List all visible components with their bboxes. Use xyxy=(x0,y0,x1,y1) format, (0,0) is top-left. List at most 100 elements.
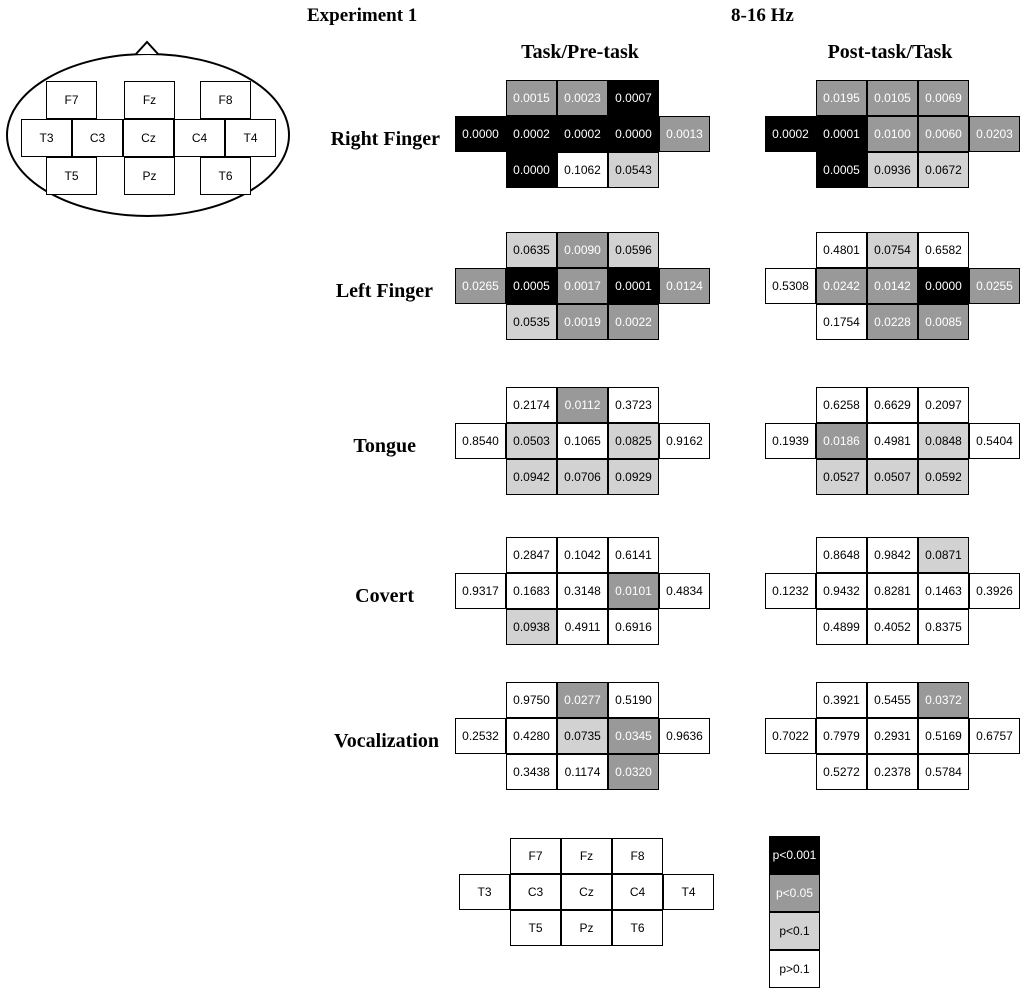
head-electrode-t5: T5 xyxy=(46,157,97,195)
p-value-cell-c4: 0.0848 xyxy=(918,423,969,459)
ref-electrode-t4: T4 xyxy=(663,874,714,910)
p-value-cell-f7: 0.6258 xyxy=(816,387,867,423)
col-header-task-pretask: Task/Pre-task xyxy=(521,41,639,63)
experiment-title: Experiment 1 xyxy=(307,5,418,26)
p-value-cell-c4: 0.0060 xyxy=(918,116,969,152)
p-value-cell-f7: 0.8648 xyxy=(816,537,867,573)
p-value-cell-t4: 0.3926 xyxy=(969,573,1020,609)
ref-electrode-f8: F8 xyxy=(612,838,663,874)
p-value-cell-f8: 0.6141 xyxy=(608,537,659,573)
p-value-cell-f7: 0.2847 xyxy=(506,537,557,573)
nose-marker xyxy=(135,40,159,55)
row-label-tongue: Tongue xyxy=(353,435,416,457)
p-value-cell-t4: 0.9636 xyxy=(659,718,710,754)
p-value-cell-t6: 0.0543 xyxy=(608,152,659,188)
head-electrode-cz: Cz xyxy=(123,119,174,157)
ref-electrode-fz: Fz xyxy=(561,838,612,874)
p-value-cell-t3: 0.0000 xyxy=(455,116,506,152)
p-value-cell-t6: 0.0085 xyxy=(918,304,969,340)
p-value-cell-fz: 0.1042 xyxy=(557,537,608,573)
ref-electrode-f7: F7 xyxy=(510,838,561,874)
p-value-cell-t6: 0.0672 xyxy=(918,152,969,188)
ref-electrode-t5: T5 xyxy=(510,910,561,946)
p-value-cell-c4: 0.0101 xyxy=(608,573,659,609)
p-value-cell-f7: 0.3921 xyxy=(816,682,867,718)
p-value-cell-t5: 0.0535 xyxy=(506,304,557,340)
p-value-cell-t4: 0.0124 xyxy=(659,268,710,304)
p-value-cell-t5: 0.0942 xyxy=(506,459,557,495)
p-value-cell-cz: 0.1065 xyxy=(557,423,608,459)
p-value-cell-t6: 0.5784 xyxy=(918,754,969,790)
p-value-cell-t3: 0.7022 xyxy=(765,718,816,754)
p-value-cell-c3: 0.9432 xyxy=(816,573,867,609)
p-value-cell-c4: 0.0000 xyxy=(918,268,969,304)
head-electrode-pz: Pz xyxy=(124,157,175,195)
p-value-cell-t5: 0.1754 xyxy=(816,304,867,340)
p-value-cell-t5: 0.4899 xyxy=(816,609,867,645)
p-value-cell-t5: 0.0527 xyxy=(816,459,867,495)
p-value-cell-pz: 0.0706 xyxy=(557,459,608,495)
p-value-cell-t3: 0.0002 xyxy=(765,116,816,152)
p-value-cell-c4: 0.0345 xyxy=(608,718,659,754)
p-value-cell-t4: 0.9162 xyxy=(659,423,710,459)
p-value-cell-pz: 0.1062 xyxy=(557,152,608,188)
p-value-cell-t6: 0.6916 xyxy=(608,609,659,645)
p-value-cell-c3: 0.0002 xyxy=(506,116,557,152)
head-electrode-fz: Fz xyxy=(124,81,175,119)
ref-electrode-t6: T6 xyxy=(612,910,663,946)
head-electrode-f7: F7 xyxy=(46,81,97,119)
p-value-cell-pz: 0.0936 xyxy=(867,152,918,188)
p-value-cell-f8: 0.0007 xyxy=(608,80,659,116)
p-value-cell-cz: 0.0017 xyxy=(557,268,608,304)
head-electrode-t4: T4 xyxy=(225,119,276,157)
p-value-cell-t4: 0.0255 xyxy=(969,268,1020,304)
p-value-cell-t4: 0.4834 xyxy=(659,573,710,609)
legend-item-white: p>0.1 xyxy=(769,950,820,988)
p-value-cell-t5: 0.0005 xyxy=(816,152,867,188)
p-value-cell-pz: 0.0507 xyxy=(867,459,918,495)
p-value-cell-t3: 0.0265 xyxy=(455,268,506,304)
p-value-cell-t4: 0.0013 xyxy=(659,116,710,152)
p-value-cell-f7: 0.0195 xyxy=(816,80,867,116)
p-value-cell-f7: 0.2174 xyxy=(506,387,557,423)
p-value-cell-pz: 0.0228 xyxy=(867,304,918,340)
p-value-cell-f7: 0.0015 xyxy=(506,80,557,116)
head-electrode-t6: T6 xyxy=(200,157,251,195)
p-value-cell-fz: 0.0023 xyxy=(557,80,608,116)
head-electrode-t3: T3 xyxy=(21,119,72,157)
p-value-cell-c4: 0.1463 xyxy=(918,573,969,609)
p-value-cell-c4: 0.0001 xyxy=(608,268,659,304)
p-value-cell-t6: 0.0320 xyxy=(608,754,659,790)
p-value-cell-pz: 0.1174 xyxy=(557,754,608,790)
p-value-cell-fz: 0.0277 xyxy=(557,682,608,718)
row-label-right-finger: Right Finger xyxy=(330,128,440,150)
p-value-cell-t3: 0.1232 xyxy=(765,573,816,609)
p-value-cell-f8: 0.0372 xyxy=(918,682,969,718)
p-value-cell-c3: 0.0503 xyxy=(506,423,557,459)
p-value-cell-c4: 0.0825 xyxy=(608,423,659,459)
p-value-cell-c3: 0.0005 xyxy=(506,268,557,304)
p-value-cell-cz: 0.0100 xyxy=(867,116,918,152)
p-value-cell-t3: 0.1939 xyxy=(765,423,816,459)
p-value-cell-fz: 0.0754 xyxy=(867,232,918,268)
p-value-cell-c4: 0.0000 xyxy=(608,116,659,152)
p-value-cell-c3: 0.1683 xyxy=(506,573,557,609)
head-electrode-c3: C3 xyxy=(72,119,123,157)
p-value-cell-fz: 0.0105 xyxy=(867,80,918,116)
row-label-covert: Covert xyxy=(355,585,414,607)
p-value-cell-cz: 0.4981 xyxy=(867,423,918,459)
p-value-cell-f7: 0.4801 xyxy=(816,232,867,268)
p-value-cell-t6: 0.0022 xyxy=(608,304,659,340)
ref-electrode-t3: T3 xyxy=(459,874,510,910)
p-value-cell-t3: 0.9317 xyxy=(455,573,506,609)
p-value-cell-f8: 0.3723 xyxy=(608,387,659,423)
p-value-cell-pz: 0.2378 xyxy=(867,754,918,790)
p-value-cell-f8: 0.0871 xyxy=(918,537,969,573)
p-value-cell-f8: 0.2097 xyxy=(918,387,969,423)
p-value-cell-t4: 0.5404 xyxy=(969,423,1020,459)
p-value-cell-c3: 0.0242 xyxy=(816,268,867,304)
p-value-cell-t3: 0.2532 xyxy=(455,718,506,754)
legend-item-light: p<0.1 xyxy=(769,912,820,950)
p-value-cell-t5: 0.0938 xyxy=(506,609,557,645)
p-value-cell-c3: 0.0001 xyxy=(816,116,867,152)
